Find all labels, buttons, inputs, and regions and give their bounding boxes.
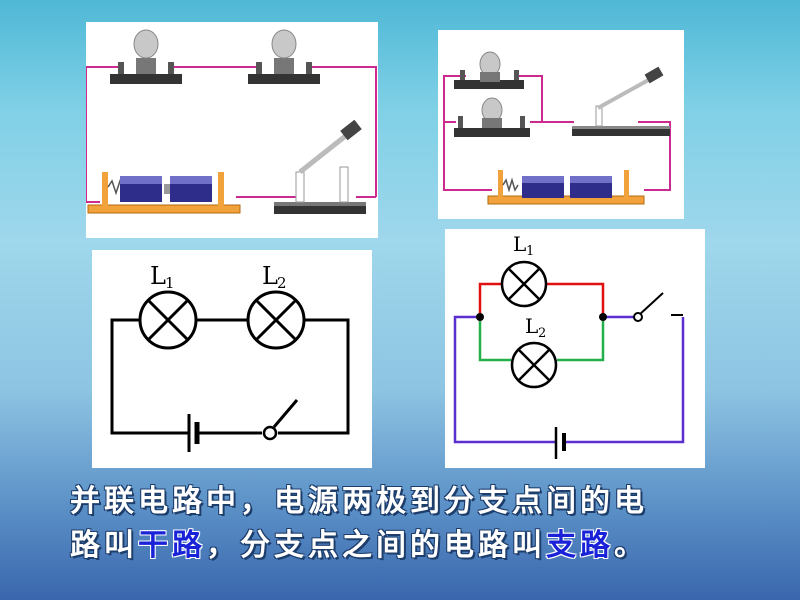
parallel-battery-holder [487, 170, 645, 205]
label-L2: L [525, 314, 538, 338]
label-L1-sub: 1 [165, 274, 175, 292]
label-L2: L [262, 262, 278, 290]
caption-line2-part-a: 路叫 [70, 528, 138, 563]
term-branch-circuit: 支路 [546, 528, 614, 563]
wire-right [310, 66, 377, 197]
parallel-schematic: L 1 L 2 [445, 229, 705, 468]
caption-text: 并联电路中，电源两极到分支点间的电 路叫干路，分支点之间的电路叫支路。 [70, 480, 770, 568]
label-L1-sub: 1 [526, 244, 534, 259]
branch-wire-left [443, 75, 466, 123]
wire-left-bottom [110, 318, 189, 435]
caption-line2-part-c: 。 [614, 528, 648, 563]
branch-wire-right [518, 75, 543, 123]
series-circuit-photo [86, 22, 378, 238]
parallel-bulb-1 [454, 51, 524, 89]
lamp-L2-symbol [246, 290, 306, 350]
switch-blade [638, 292, 664, 316]
caption-line-1: 并联电路中，电源两极到分支点间的电 [70, 484, 648, 519]
series-schematic: L 1 L 2 [92, 250, 372, 468]
main-wire-left [443, 122, 492, 191]
wire-right-bottom [278, 318, 350, 435]
junction-left [476, 313, 484, 321]
label-L1: L [513, 232, 526, 256]
main-wire-right [565, 317, 685, 444]
branch-1-wire-right [547, 282, 605, 317]
label-L2-sub: 2 [277, 274, 287, 292]
caption-line-2: 路叫干路，分支点之间的电路叫支路。 [70, 524, 770, 568]
caption-line2-part-b: ，分支点之间的电路叫 [206, 528, 546, 563]
battery-symbol [554, 425, 566, 461]
branch-2-wire-left [478, 317, 511, 362]
parallel-knife-switch [572, 66, 670, 136]
battery-symbol [187, 412, 200, 454]
bulb-2 [248, 29, 320, 84]
lamp-L1-symbol [138, 290, 198, 350]
lamp-L1-symbol [500, 260, 548, 308]
main-wire-right [638, 121, 671, 191]
branch-2-wire-right [557, 317, 605, 362]
branch-1-wire-left [478, 282, 501, 317]
junction-right [599, 313, 607, 321]
switch-blade [272, 399, 299, 428]
main-wire-left [453, 315, 555, 444]
label-L1: L [150, 262, 166, 290]
battery-holder [87, 172, 241, 214]
knife-switch [274, 119, 366, 214]
parallel-circuit-photo [438, 30, 684, 219]
label-L2-sub: 2 [538, 326, 546, 341]
term-main-circuit: 干路 [138, 528, 206, 563]
switch-pivot [262, 425, 278, 441]
wire-left [86, 66, 120, 202]
bulb-1 [110, 29, 182, 84]
switch-pivot [633, 312, 643, 322]
parallel-bulb-2 [454, 97, 530, 137]
lamp-L2-symbol [510, 341, 558, 389]
